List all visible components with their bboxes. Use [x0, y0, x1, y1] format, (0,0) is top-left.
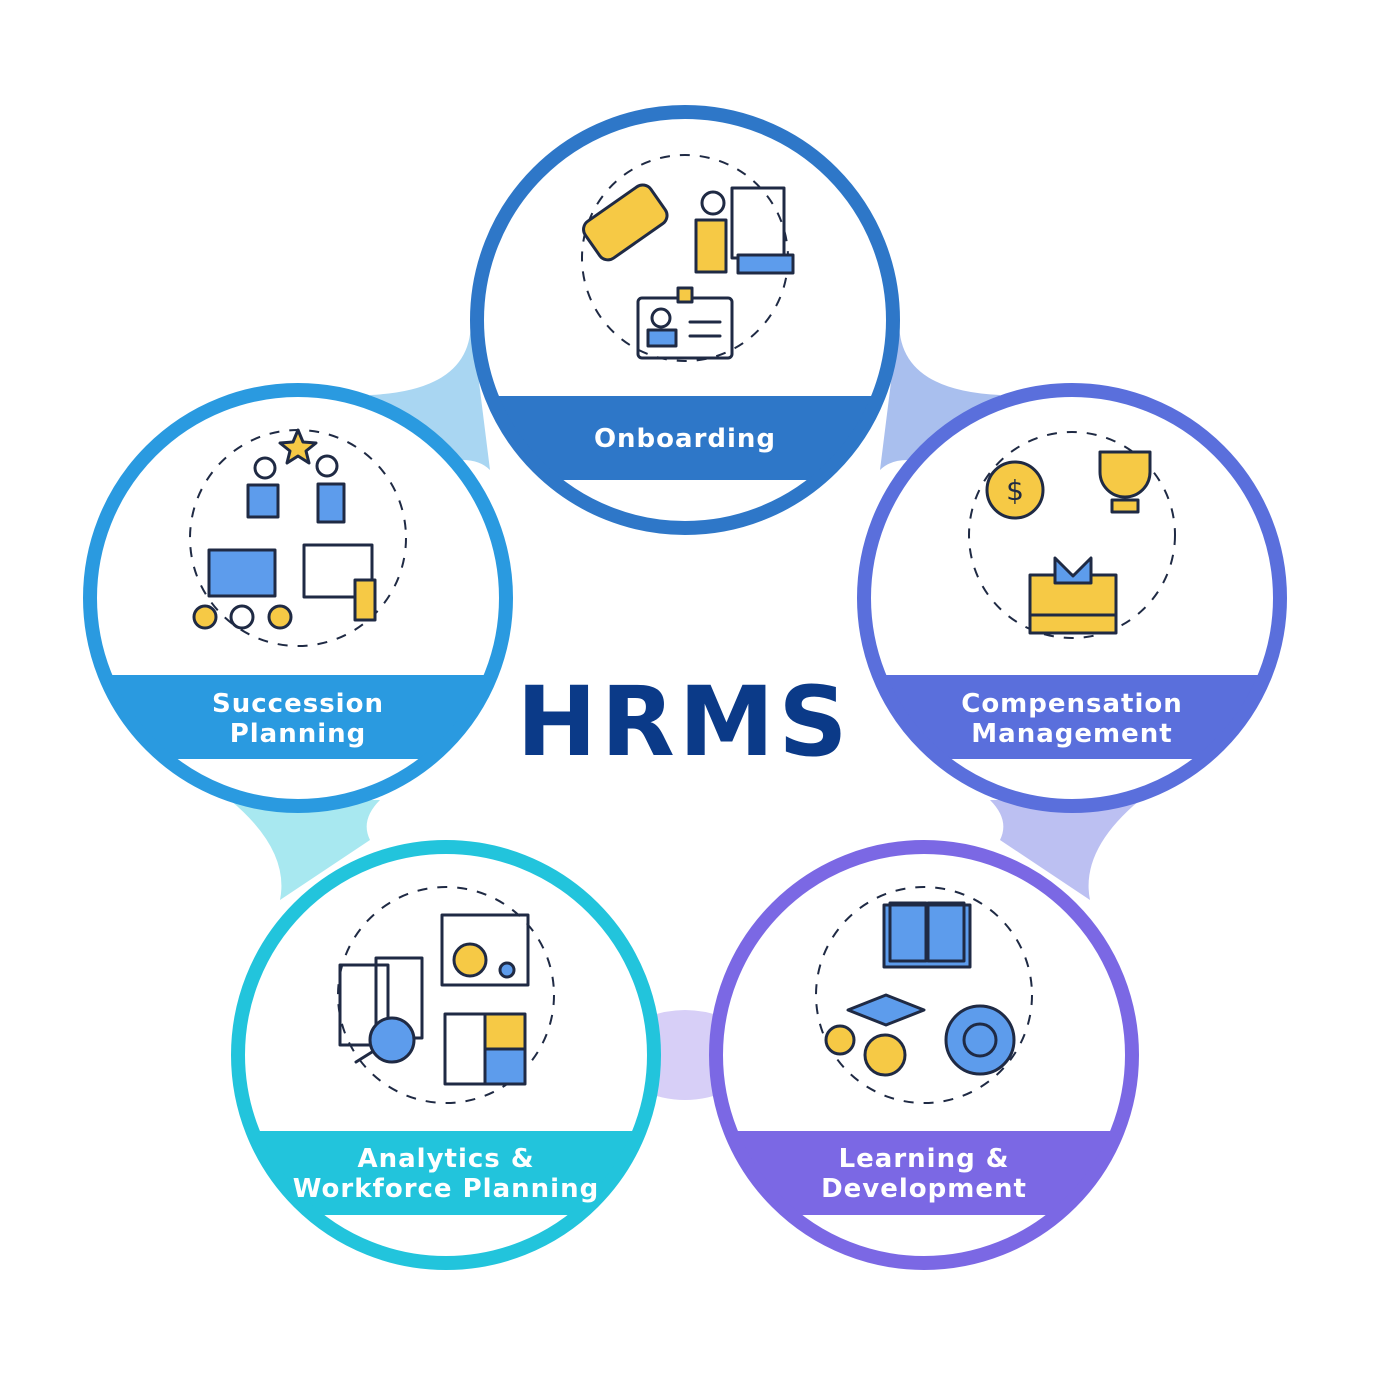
profiles-search-icon	[338, 956, 424, 1064]
analytics-label: Analytics &Workforce Planning	[293, 1144, 599, 1204]
puzzle-icon	[443, 1012, 527, 1086]
money-bag-icon: $	[985, 460, 1045, 520]
connector-compensation-learning	[990, 800, 1140, 900]
connector-analytics-succession	[230, 800, 380, 900]
compensation-label-line2: Management	[971, 719, 1172, 749]
learning-label: Learning &Development	[821, 1144, 1027, 1204]
gear-star-icon	[944, 1004, 1016, 1076]
node-onboarding[interactable]: Onboarding	[470, 105, 900, 535]
strategy-chess-icon	[302, 543, 377, 622]
compensation-label-line1: Compensation	[961, 689, 1183, 719]
learning-label-line1: Learning &	[839, 1144, 1010, 1174]
presentation-icon	[694, 186, 795, 275]
connector-learning-analytics	[640, 1010, 730, 1100]
succession-label-line1: Succession	[212, 689, 384, 719]
learning-label-line2: Development	[821, 1174, 1027, 1204]
node-learning-development[interactable]: Learning &Development	[709, 840, 1139, 1270]
graduation-cap-icon	[824, 993, 926, 1077]
book-icon	[882, 901, 972, 969]
mentor-star-icon	[246, 428, 346, 524]
node-analytics-workforce-planning[interactable]: Analytics &Workforce Planning	[231, 840, 661, 1270]
succession-label-line2: Planning	[230, 719, 367, 749]
analytics-label-line1: Analytics &	[358, 1144, 535, 1174]
handshake-icon	[582, 183, 669, 262]
briefcase-path-icon	[192, 548, 293, 630]
hrms-title: HRMS	[517, 666, 852, 778]
analytics-label-line2: Workforce Planning	[293, 1174, 599, 1204]
id-badge-icon	[636, 286, 734, 360]
target-board-icon	[440, 913, 530, 987]
svg-text:$: $	[1006, 474, 1024, 507]
gift-card-icon	[1028, 556, 1118, 635]
trophy-icon	[1098, 450, 1152, 514]
onboarding-label: Onboarding	[594, 424, 776, 454]
